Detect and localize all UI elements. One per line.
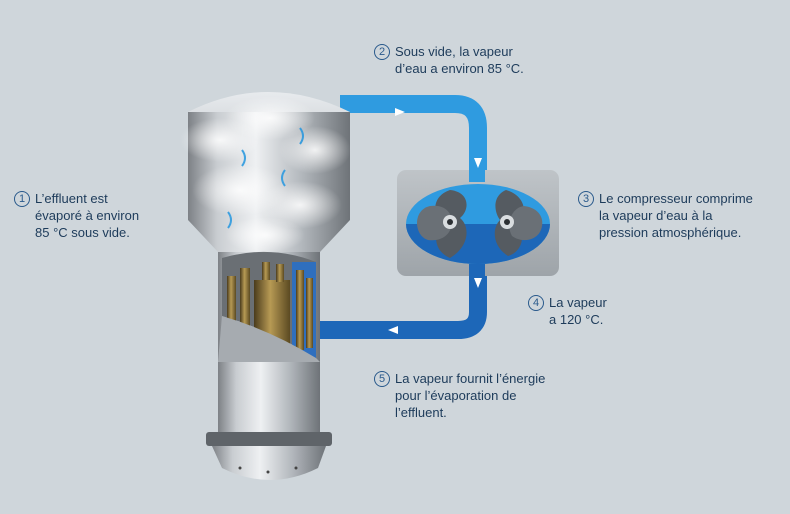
callout-4: 4 La vapeur a 120 °C. [528,294,607,328]
flow-arrow-down-icon [474,158,482,168]
callout-1-line-1: L’effluent est [35,191,108,206]
callout-2-line-1: Sous vide, la vapeur [395,44,513,59]
callout-1-line-3: 85 °C sous vide. [35,225,130,240]
callout-5: 5 La vapeur fournit l’énergie pour l’éva… [374,370,545,421]
callout-number-2: 2 [374,44,390,60]
vapor-pipe-low-pressure [340,95,487,178]
callout-3-line-2: la vapeur d’eau à la [599,208,713,223]
callout-5-line-3: l’effluent. [395,405,447,420]
callout-1-line-2: évaporé à environ [35,208,140,223]
callout-3-line-3: pression atmosphérique. [599,225,742,240]
callout-3: 3 Le compresseur comprime la vapeur d’ea… [578,190,753,241]
vapor-pipe-high-pressure [320,268,487,339]
flow-arrow-down-2-icon [474,278,482,288]
callout-2: 2 Sous vide, la vapeur d’eau a environ 8… [374,43,524,77]
callout-number-3: 3 [578,191,594,207]
heat-exchange-tubes [227,262,313,350]
callout-number-4: 4 [528,295,544,311]
flow-arrow-left-icon [388,326,398,334]
flow-arrow-right-icon [395,108,405,116]
callout-number-5: 5 [374,371,390,387]
steam-cloud [180,96,351,253]
callout-4-line-2: a 120 °C. [549,312,604,327]
callout-number-1: 1 [14,191,30,207]
callout-4-line-1: La vapeur [549,295,607,310]
callout-3-line-1: Le compresseur comprime [599,191,753,206]
compressor [397,170,559,276]
callout-5-line-1: La vapeur fournit l’énergie [395,371,546,386]
callout-2-line-2: d’eau a environ 85 °C. [395,61,524,76]
callout-5-line-2: pour l’évaporation de [395,388,517,403]
callout-1: 1 L’effluent est évaporé à environ 85 °C… [14,190,139,241]
